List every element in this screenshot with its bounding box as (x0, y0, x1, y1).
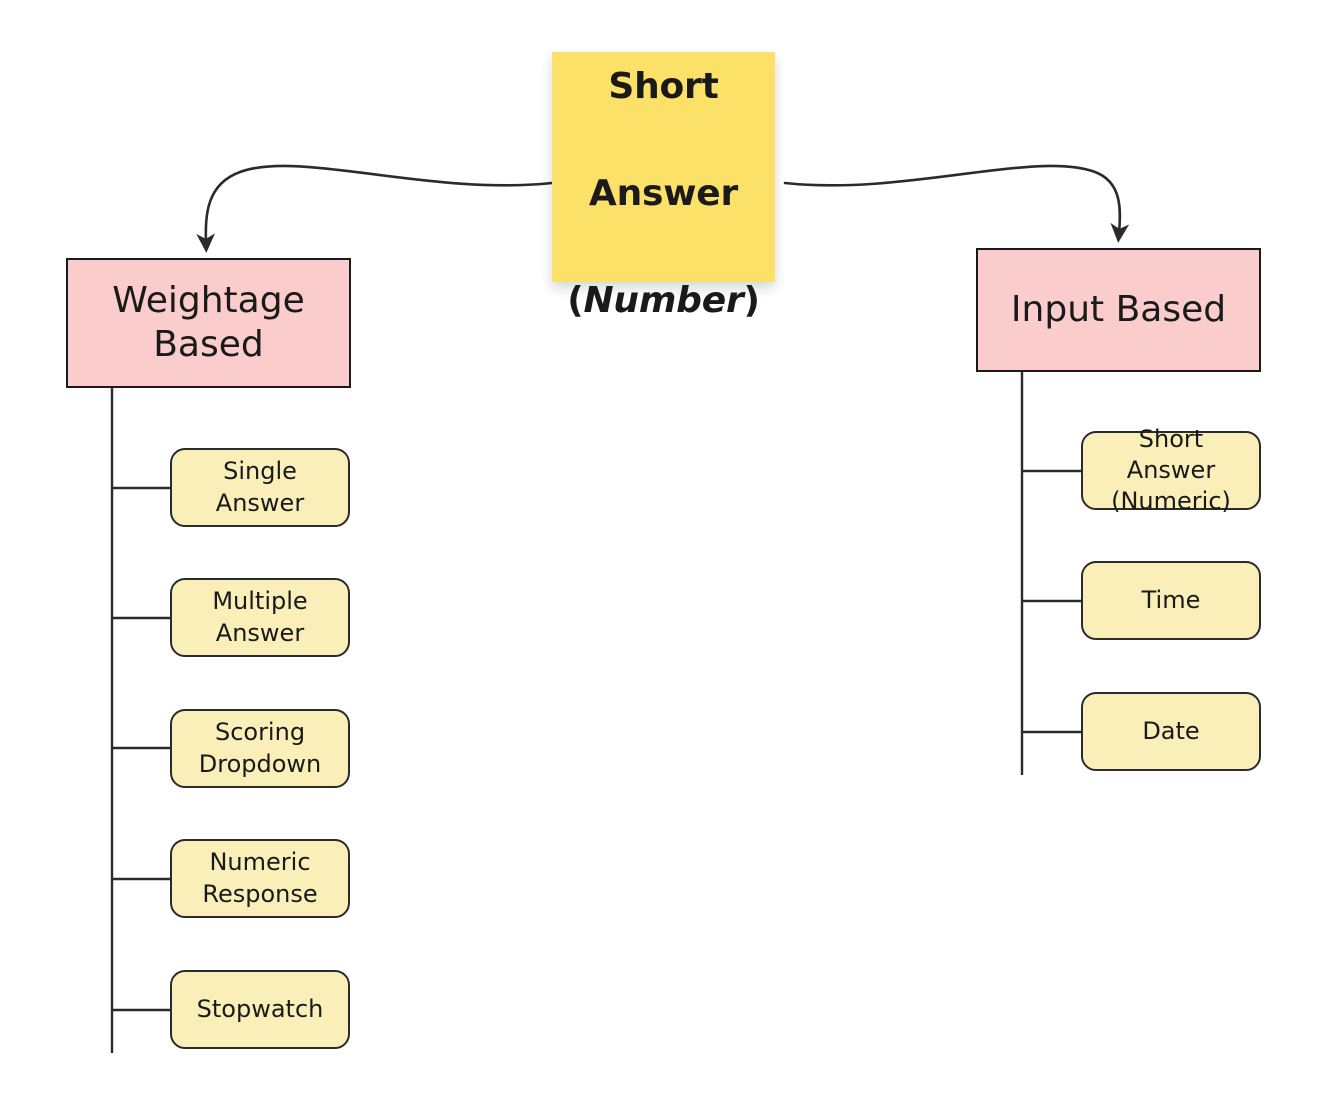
edge-root-to-input (783, 164, 1130, 243)
node-short-answer-number[interactable]: Short Answer (Number) (552, 52, 775, 321)
node-numeric-response[interactable]: Numeric Response (170, 839, 350, 918)
node-short-answer-numeric-label: Short Answer (Numeric) (1111, 424, 1231, 516)
node-single-answer[interactable]: Single Answer (170, 448, 350, 527)
node-date-label: Date (1142, 716, 1200, 745)
node-weightage-based[interactable]: Weightage Based (66, 258, 351, 388)
node-stopwatch[interactable]: Stopwatch (170, 970, 350, 1049)
node-scoring-dropdown-label: Scoring Dropdown (198, 718, 322, 778)
node-input-based[interactable]: Input Based (976, 248, 1261, 372)
node-scoring-dropdown[interactable]: Scoring Dropdown (170, 709, 350, 788)
node-stopwatch-label: Stopwatch (196, 994, 324, 1023)
root-line-1: Short (608, 66, 719, 108)
root-line-2: Answer (588, 173, 739, 214)
node-single-answer-label: Single Answer (215, 457, 305, 517)
root-line-3-prefix: ( (567, 279, 584, 321)
root-line-3-suffix: ) (743, 279, 760, 321)
node-multiple-answer-label: Multiple Answer (212, 587, 308, 647)
node-date[interactable]: Date (1081, 692, 1261, 771)
node-input-based-label: Input Based (1010, 289, 1227, 331)
root-line-3-italic: Number (583, 279, 744, 321)
node-weightage-based-label: Weightage Based (112, 280, 305, 365)
node-short-answer-numeric[interactable]: Short Answer (Numeric) (1081, 425, 1261, 515)
node-numeric-response-label: Numeric Response (202, 848, 318, 908)
node-short-answer-number-label: Short Answer (Number) (559, 7, 768, 327)
node-multiple-answer[interactable]: Multiple Answer (170, 578, 350, 657)
node-time-label: Time (1141, 585, 1201, 614)
edge-root-to-weightage (196, 164, 554, 253)
node-time[interactable]: Time (1081, 561, 1261, 640)
